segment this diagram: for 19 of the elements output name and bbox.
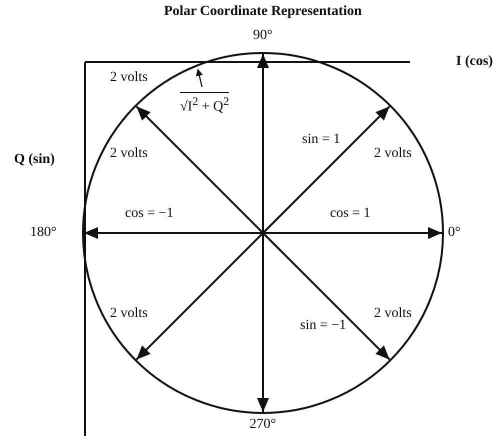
value-label: 2 volts bbox=[374, 306, 412, 322]
axis-label: Q (sin) bbox=[14, 152, 55, 168]
value-label: 2 volts bbox=[374, 146, 412, 162]
angle-label: 90° bbox=[253, 28, 273, 44]
leader-line bbox=[196, 68, 203, 88]
value-label: 2 volts bbox=[110, 146, 148, 162]
value-label: cos = −1 bbox=[125, 206, 174, 222]
angle-label: 270° bbox=[250, 417, 276, 433]
angle-label: 180° bbox=[30, 225, 57, 241]
value-label: 2 volts bbox=[110, 306, 148, 322]
magnitude-formula: √I$^{2}$ + Q$^{2}$ bbox=[180, 92, 230, 116]
axis-label: I (cos) bbox=[456, 54, 493, 70]
value-label: cos = 1 bbox=[330, 206, 371, 222]
circle-outline bbox=[82, 52, 444, 414]
value-label: sin = −1 bbox=[300, 318, 346, 334]
angle-label: 0° bbox=[448, 225, 461, 241]
diagram-title: Polar Coordinate Representation bbox=[164, 4, 362, 20]
value-label: sin = 1 bbox=[302, 132, 340, 148]
value-label: 2 volts bbox=[110, 70, 148, 86]
